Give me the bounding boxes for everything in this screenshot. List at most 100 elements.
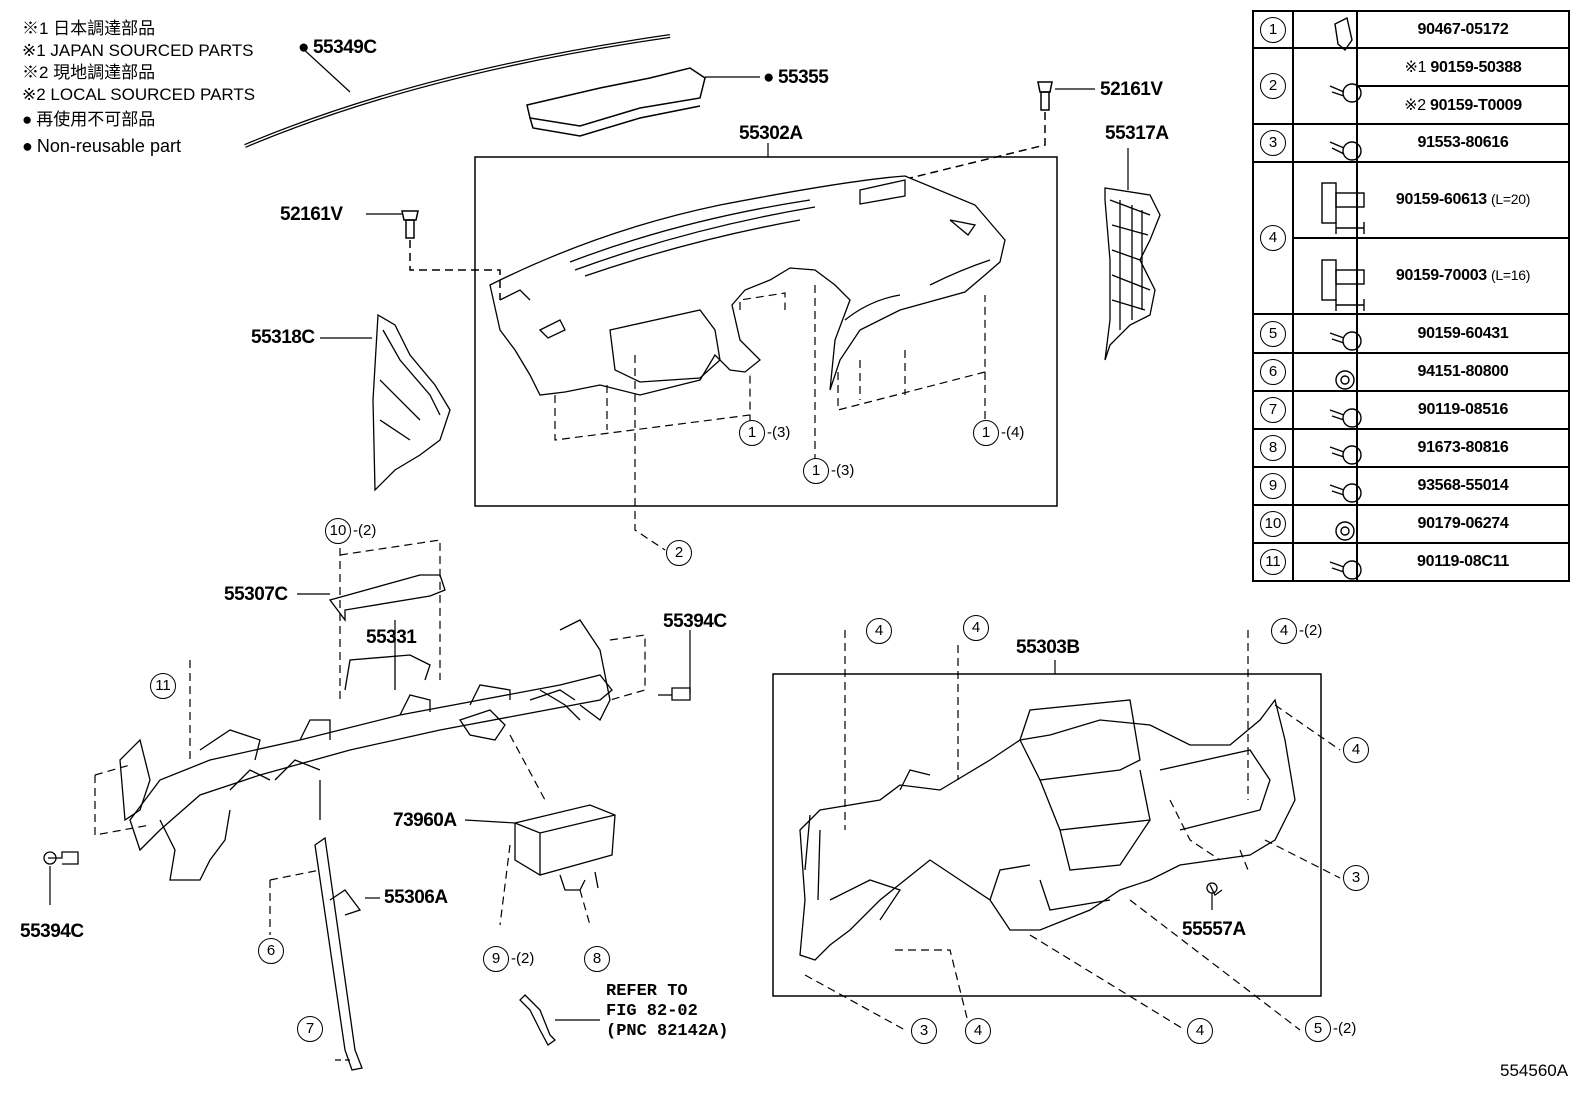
part-number: 90119-08516 xyxy=(1356,390,1570,430)
callout: 4 xyxy=(965,1018,991,1044)
panel-55317A-drawing xyxy=(1104,148,1161,361)
table-row: 1 90467-05172 xyxy=(1252,10,1570,49)
panel-dashes xyxy=(554,285,986,551)
refer-line: (PNC 82142A) xyxy=(606,1022,729,1041)
callout-number: 2 xyxy=(666,540,692,566)
table-row: 10 90179-06274 xyxy=(1252,504,1570,544)
pad-55355-drawing xyxy=(526,67,760,137)
row-number: 11 xyxy=(1260,549,1286,575)
module-73960A-drawing xyxy=(464,804,616,891)
callout-number: 1 xyxy=(973,420,999,446)
clip-52161V-top-drawing xyxy=(909,81,1095,179)
part-number: 90159-60613 xyxy=(1395,191,1487,208)
part-number: 90467-05172 xyxy=(1356,10,1570,49)
duct-dashes xyxy=(804,630,1341,1031)
callout-qty: -(4) xyxy=(1001,424,1025,441)
callout-number: 10 xyxy=(325,518,351,544)
callout: 3 xyxy=(1343,865,1369,891)
refer-connector-drawing xyxy=(519,994,600,1046)
row-number: 8 xyxy=(1260,435,1286,461)
part-label-55303B: 55303B xyxy=(1016,637,1080,658)
callout: 4 xyxy=(1187,1018,1213,1044)
callout-number: 4 xyxy=(1271,618,1297,644)
row-number: 10 xyxy=(1260,511,1286,537)
callout: 3 xyxy=(911,1018,937,1044)
part-number: 93568-55014 xyxy=(1356,466,1570,506)
callout: 1-(4) xyxy=(973,420,1024,446)
part-number: 90159-50388 xyxy=(1430,59,1522,76)
part-label-73960A: 73960A xyxy=(393,810,457,831)
part-label-55317A: 55317A xyxy=(1105,123,1169,144)
callout: 1-(3) xyxy=(803,458,854,484)
part-number: 90159-T0009 xyxy=(1429,97,1522,114)
table-row: 4 90159-60613 (L=20) xyxy=(1252,161,1570,315)
row-number: 1 xyxy=(1260,16,1286,43)
part-label-55306A: 55306A xyxy=(384,887,448,908)
table-row: 6 94151-80800 xyxy=(1252,352,1570,392)
table-row: 11 90119-08C11 xyxy=(1252,542,1570,582)
table-row: 9 93568-55014 xyxy=(1252,466,1570,506)
note-nonreusable-jp: 再使用不可部品 xyxy=(22,111,155,128)
row-number: 3 xyxy=(1260,130,1286,156)
note-nonreusable-en: Non-reusable part xyxy=(22,137,181,155)
part-label-52161V-top: 52161V xyxy=(1100,79,1163,100)
callout: 9-(2) xyxy=(483,946,534,972)
part-label-55307C: 55307C xyxy=(224,584,288,605)
callout-number: 4 xyxy=(1187,1018,1213,1044)
length-spec: (L=16) xyxy=(1491,267,1531,283)
part-label-55302A: 55302A xyxy=(739,123,803,144)
row-number: 7 xyxy=(1260,397,1286,423)
fastener-parts-table: 1 90467-05172 2 ※1 90159-50388 ※2 90159-… xyxy=(1252,10,1570,582)
callout-number: 6 xyxy=(258,938,284,964)
source-mark: ※1 xyxy=(1404,59,1427,76)
callout: 4 xyxy=(1343,737,1369,763)
part-number: 90119-08C11 xyxy=(1356,542,1570,582)
callout: 10-(2) xyxy=(325,518,376,544)
callout-number: 11 xyxy=(150,673,176,699)
part-label-55349C: 55349C xyxy=(298,38,377,57)
callout-number: 4 xyxy=(1343,737,1369,763)
callout: 11 xyxy=(150,673,176,699)
callout-qty: -(2) xyxy=(1299,622,1323,639)
clip-52161V-left-drawing xyxy=(366,210,501,300)
part-number: 90179-06274 xyxy=(1356,504,1570,544)
callout-qty: -(3) xyxy=(767,424,791,441)
row-number: 5 xyxy=(1260,320,1286,347)
part-number: 90159-70003 xyxy=(1395,267,1487,284)
table-row: 90159-70003 (L=16) xyxy=(1253,237,1570,315)
table-row: 7 90119-08516 xyxy=(1252,390,1570,430)
callout: 8 xyxy=(584,946,610,972)
note-local-en: ※2 LOCAL SOURCED PARTS xyxy=(22,85,256,104)
callout-number: 8 xyxy=(584,946,610,972)
duct-55303B-drawing xyxy=(799,698,1296,961)
table-row: 5 90159-60431 xyxy=(1252,313,1570,354)
row-number: 2 xyxy=(1260,73,1286,99)
callout-qty: -(2) xyxy=(1333,1020,1357,1037)
row-number: 4 xyxy=(1260,225,1286,251)
table-row: ※2 90159-T0009 xyxy=(1253,85,1570,125)
source-mark: ※2 xyxy=(1404,97,1426,114)
callout: 4-(2) xyxy=(1271,618,1322,644)
note-japan-en: ※1 JAPAN SOURCED PARTS xyxy=(22,41,254,60)
figure-id: 554560A xyxy=(1500,1061,1569,1080)
note-japan-jp: ※1 日本調達部品 xyxy=(22,19,156,38)
callout-number: 4 xyxy=(963,615,989,641)
part-label-52161V-left: 52161V xyxy=(280,204,343,225)
part-label-55394C-left: 55394C xyxy=(20,921,84,942)
panel-55318C-drawing xyxy=(320,313,451,492)
refer-line: REFER TO xyxy=(606,982,688,1001)
callout-number: 4 xyxy=(866,618,892,644)
part-number: 91673-80816 xyxy=(1356,428,1570,468)
callout-qty: -(2) xyxy=(353,522,377,539)
row-number: 9 xyxy=(1260,473,1286,499)
part-number: 91553-80616 xyxy=(1356,123,1570,163)
callout: 4 xyxy=(866,618,892,644)
callout-number: 3 xyxy=(911,1018,937,1044)
part-label-55331: 55331 xyxy=(366,627,417,648)
callout: 5-(2) xyxy=(1305,1016,1356,1042)
callout-number: 3 xyxy=(1343,865,1369,891)
length-spec: (L=20) xyxy=(1491,191,1531,207)
callout-number: 4 xyxy=(965,1018,991,1044)
instrument-panel-drawing xyxy=(489,175,1006,396)
table-row: 3 91553-80616 xyxy=(1252,123,1570,163)
